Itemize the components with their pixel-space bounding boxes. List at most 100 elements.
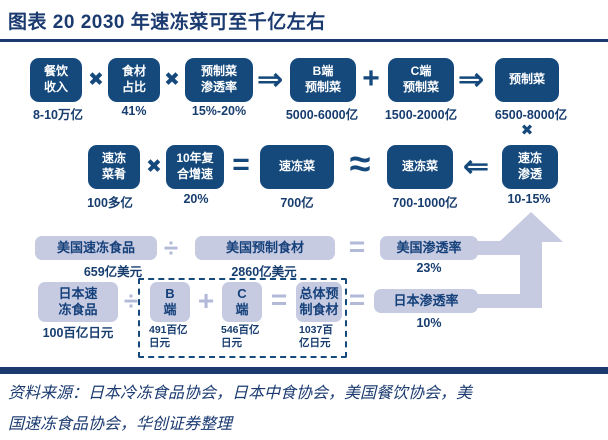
box-label: 速冻菜: [278, 159, 315, 174]
value-prepared-total: 6500-8000亿: [494, 108, 568, 122]
box-catering-revenue: 餐饮 收入: [30, 58, 82, 102]
value-frozen-700: 700亿: [280, 196, 314, 210]
box-frozen-dish-current: 速冻 菜肴: [88, 145, 140, 189]
plus-icon: +: [362, 62, 380, 95]
box-label: 美国速冻食品: [56, 239, 135, 255]
rightarrow-icon: ⇒: [256, 61, 284, 97]
box-label: 速冻菜: [401, 159, 438, 174]
box-label: C端: [410, 64, 432, 79]
box-us-prepared-food: 美国预制食材: [195, 236, 335, 260]
value-jp-total: 1037百 亿日元: [299, 324, 333, 349]
box-b-side-prepared: B端 预制菜: [290, 58, 356, 102]
approx-icon: ≈: [349, 143, 371, 186]
box-label: C: [237, 285, 247, 301]
box-frozen-dish-700: 速冻菜: [260, 145, 334, 189]
source-note: 资料来源：日本冷冻食品协会，日本中食协会，美国餐饮协会，美 国速冻食品协会，华创…: [8, 378, 604, 440]
source-line: 资料来源：日本冷冻食品协会，日本中食协会，美国餐饮协会，美: [8, 385, 473, 402]
jp-prepared-group-outline: [138, 278, 347, 358]
multiply-icon: ✖: [88, 69, 104, 91]
box-label: 10年复: [176, 151, 214, 166]
up-arrowhead-icon: [499, 212, 563, 242]
equals-icon: =: [348, 284, 366, 315]
value-catering-revenue: 8-10万亿: [32, 108, 84, 122]
us-connector-bar: [476, 241, 522, 255]
box-us-penetration: 美国渗透率: [380, 236, 478, 260]
box-jp-frozen-food: 日本速 冻食品: [38, 282, 118, 322]
box-label: 收入: [43, 80, 68, 94]
multiply-icon: ✖: [520, 122, 534, 139]
multiply-icon: ✖: [164, 69, 180, 91]
box-jp-penetration: 日本渗透率: [374, 289, 478, 313]
equals-icon: =: [232, 148, 250, 181]
value-line: 1037百: [299, 324, 333, 336]
divide-icon: ÷: [163, 232, 179, 263]
box-label: 美国预制食材: [225, 239, 304, 255]
box-label: 预制菜: [200, 64, 237, 79]
multiply-icon: ✖: [146, 156, 162, 178]
box-label: 端: [163, 302, 177, 317]
source-line: 国速冻食品协会，华创证券整理: [8, 416, 233, 433]
box-frozen-dish-range: 速冻菜: [387, 145, 453, 189]
jp-connector-bar: [476, 294, 542, 308]
box-label: 日本速: [58, 285, 98, 301]
up-arrow-shaft: [520, 240, 542, 308]
value-b-side: 5000-6000亿: [285, 108, 359, 122]
box-us-frozen-food: 美国速冻食品: [35, 236, 157, 260]
value-jp-c-side: 546百亿 日元: [221, 324, 260, 349]
box-jp-b-side: B 端: [150, 282, 190, 322]
divide-icon: ÷: [123, 285, 139, 316]
box-label: 日本渗透率: [393, 292, 459, 308]
box-label: 渗透: [517, 167, 542, 181]
box-label: 端: [235, 302, 249, 317]
box-label: 占比: [121, 80, 146, 94]
value-cagr: 20%: [183, 192, 209, 206]
value-line: 546百亿: [221, 324, 260, 336]
value-frozen-range: 700-1000亿: [392, 196, 458, 210]
box-c-side-prepared: C端 预制菜: [388, 58, 454, 102]
box-label: 菜肴: [101, 167, 126, 181]
box-label: 制食材: [299, 302, 339, 317]
box-prepared-dish-total: 预制菜: [495, 58, 559, 102]
value-frozen-current: 100多亿: [87, 196, 133, 210]
box-ingredient-ratio: 食材 占比: [108, 58, 160, 102]
value-line: 日元: [149, 336, 170, 349]
box-jp-total-prepared: 总体预 制食材: [296, 282, 342, 322]
equals-icon: =: [270, 284, 288, 315]
value-jp-penetration: 10%: [416, 316, 442, 330]
value-c-side: 1500-2000亿: [384, 108, 458, 122]
box-label: 餐饮: [43, 64, 68, 79]
box-label: 渗透率: [200, 80, 237, 94]
box-label: 速冻: [517, 151, 542, 166]
footer-divider: [0, 367, 608, 374]
value-jp-b-side: 491百亿 日元: [149, 324, 188, 349]
box-label: 速冻: [101, 151, 126, 166]
box-label: 总体预: [299, 285, 339, 301]
box-label: B: [165, 285, 175, 301]
box-label: 预制菜: [304, 80, 341, 94]
value-jp-frozen: 100百亿日元: [42, 326, 114, 340]
box-frozen-penetration: 速冻 渗透: [502, 145, 558, 189]
leftarrow-icon: ⇐: [462, 148, 490, 184]
box-label: 预制菜: [508, 72, 545, 87]
box-label: 冻食品: [58, 302, 98, 317]
equals-icon: =: [348, 231, 366, 262]
box-label: 预制菜: [402, 80, 439, 94]
value-prepared-penetration: 15%-20%: [191, 104, 247, 118]
box-jp-c-side: C 端: [222, 282, 262, 322]
rightarrow-icon: ⇒: [457, 61, 485, 97]
box-prepared-dish-penetration: 预制菜 渗透率: [185, 58, 253, 102]
box-label: 美国渗透率: [396, 239, 462, 255]
value-us-prepared: 2860亿美元: [231, 265, 297, 279]
value-ingredient-ratio: 41%: [121, 104, 147, 118]
value-frozen-penetration: 10-15%: [507, 192, 551, 206]
box-label: 食材: [121, 64, 146, 79]
value-line: 亿日元: [299, 336, 331, 349]
value-us-frozen: 659亿美元: [83, 265, 143, 279]
box-label: B端: [312, 64, 334, 79]
plus-icon: +: [197, 285, 215, 316]
box-label: 合增速: [176, 167, 213, 181]
value-line: 日元: [221, 336, 242, 349]
value-line: 491百亿: [149, 324, 188, 336]
title-divider: [0, 39, 608, 42]
